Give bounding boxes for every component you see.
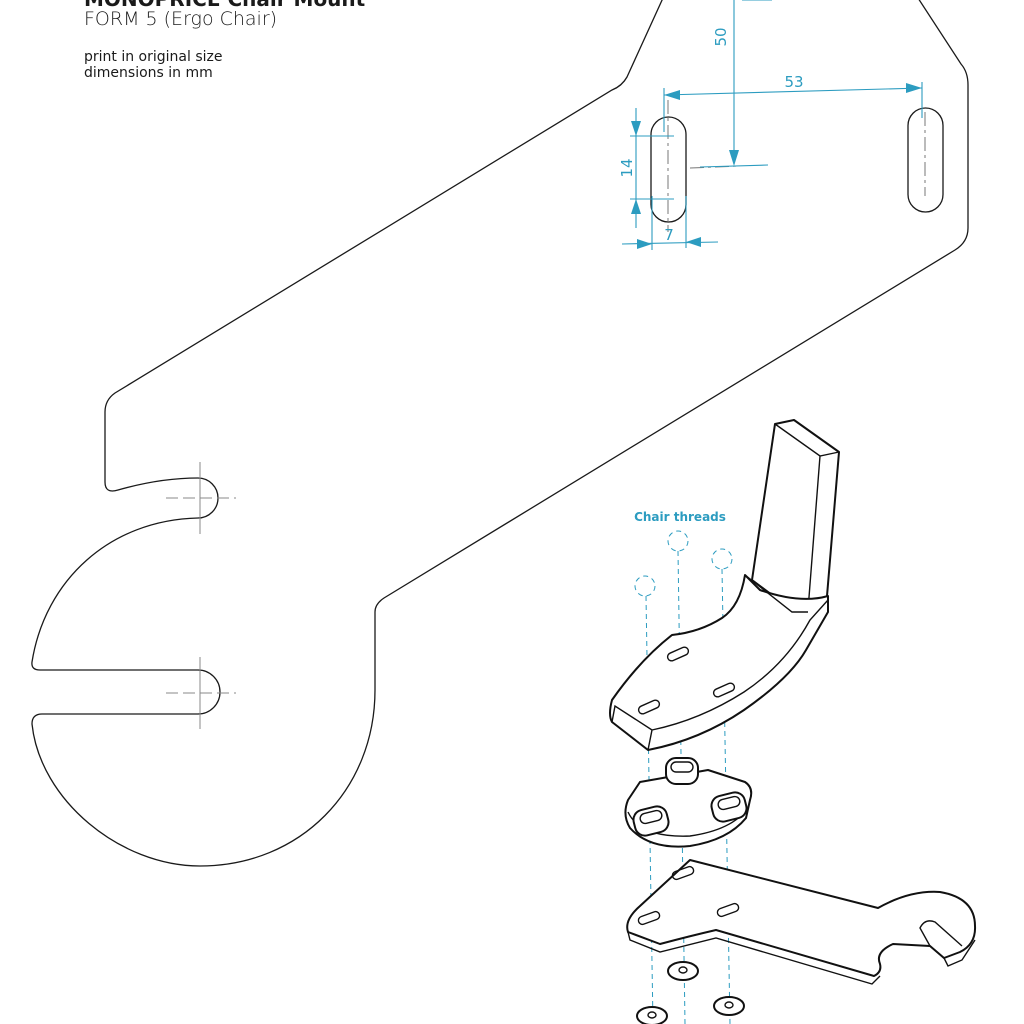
washer-1	[667, 961, 699, 981]
drawing-subtitle: FORM 5 (Ergo Chair)	[84, 8, 278, 30]
thread-circle-2	[667, 530, 689, 552]
template-contour	[31, 0, 969, 867]
washer-1-hole	[678, 966, 688, 974]
mount-plate-3d	[626, 859, 977, 985]
mount-plate-body	[626, 859, 977, 977]
plate-slot-1	[671, 865, 695, 881]
arm-slot-1	[666, 646, 690, 662]
arm-post	[751, 419, 840, 613]
notch-center-marks	[166, 462, 236, 729]
mount-plate-thickness	[627, 931, 976, 985]
dim-14-arrow-bottom	[631, 199, 641, 214]
dim-50-arrow	[729, 150, 739, 166]
washers	[636, 961, 745, 1024]
spacer-plate	[624, 757, 753, 848]
dim-14-label: 14	[618, 158, 636, 177]
dim-53-arrow-left	[664, 90, 680, 100]
washer-2	[713, 996, 745, 1016]
spacer-boss-3-hole	[717, 795, 741, 811]
arm-base-edges	[611, 574, 829, 751]
dim-53-arrow-right	[906, 83, 922, 93]
spacer-boss-2-hole	[639, 809, 663, 825]
units-note: dimensions in mm	[84, 65, 213, 81]
spacer-boss-1-hole	[670, 761, 694, 773]
thread-circle-1	[634, 575, 656, 597]
dim-53-line	[663, 87, 923, 96]
spacer-boss-1	[665, 757, 699, 785]
plate-slot-3	[716, 902, 740, 918]
arm-slot-3	[712, 682, 736, 698]
dim-7-label: 7	[664, 226, 674, 244]
dim-50-ext	[699, 164, 769, 168]
dimension-lines: 50 53 14 7	[618, 0, 923, 250]
washer-3	[636, 1006, 668, 1024]
chair-arm-bracket	[609, 419, 840, 751]
chair-threads-label: Chair threads	[634, 510, 726, 524]
dim-7-arrow-left	[637, 239, 652, 249]
dim-14-arrow-top	[631, 121, 641, 136]
exploded-assembly: Chair threads	[609, 419, 977, 1024]
arm-post-edges	[774, 423, 840, 611]
drawing-title: MONOPRICE Chair Mount	[84, 0, 365, 10]
title-block: MONOPRICE Chair Mount FORM 5 (Ergo Chair…	[84, 0, 365, 81]
print-note: print in original size	[84, 49, 223, 65]
dim-50-label: 50	[712, 27, 730, 46]
slot-right	[907, 107, 944, 213]
arm-slot-2	[637, 699, 661, 715]
slot-left	[650, 116, 687, 223]
dim-7-arrow-right	[686, 237, 701, 247]
plate-slot-2	[637, 910, 661, 926]
washer-3-hole	[647, 1011, 657, 1019]
mount-slots	[650, 100, 944, 232]
mount-plate-notch	[919, 920, 963, 947]
thread-circle-3	[711, 548, 733, 570]
washer-2-hole	[724, 1001, 734, 1009]
dim-53-label: 53	[784, 73, 803, 91]
template-outline	[31, 0, 969, 867]
